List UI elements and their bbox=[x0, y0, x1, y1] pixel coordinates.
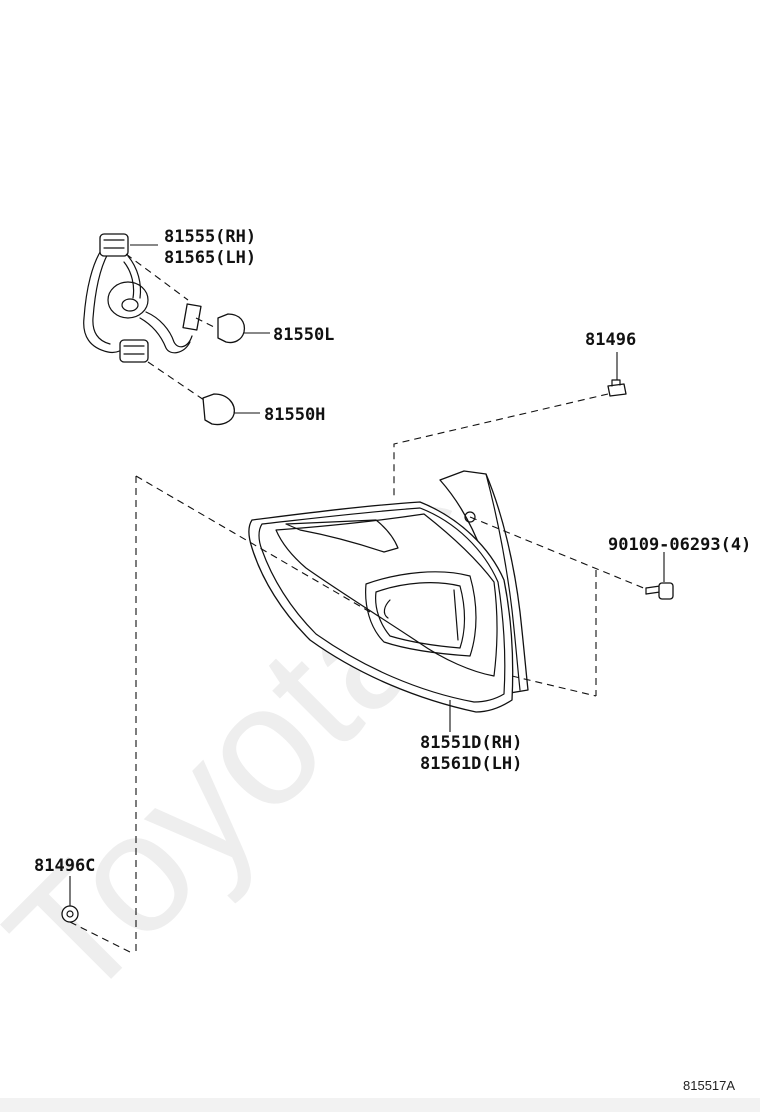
label-lamp-rh: 81551D(RH) bbox=[420, 733, 522, 753]
clip-81496 bbox=[607, 379, 627, 397]
assembly-lines bbox=[69, 253, 647, 955]
figure-code: 815517A bbox=[683, 1078, 735, 1093]
bulb-81550h bbox=[202, 393, 235, 426]
clip-81496c bbox=[61, 905, 79, 923]
label-socket-rh: 81555(RH) bbox=[164, 227, 256, 247]
label-bulb-h: 81550H bbox=[264, 405, 325, 425]
screw-90109-06293 bbox=[645, 582, 674, 600]
label-clip-top: 81496 bbox=[585, 330, 636, 350]
label-lamp-lh: 81561D(LH) bbox=[420, 754, 522, 774]
leader-lines bbox=[69, 244, 665, 906]
label-socket-lh: 81565(LH) bbox=[164, 248, 256, 268]
label-bulb-l: 81550L bbox=[273, 325, 334, 345]
socket-wire-assembly bbox=[83, 233, 202, 363]
bulb-81550l bbox=[217, 313, 246, 344]
label-clip-bottom: 81496C bbox=[34, 856, 95, 876]
label-screw: 90109-06293(4) bbox=[608, 535, 751, 555]
bottom-strip bbox=[0, 1098, 760, 1112]
tail-lamp-assembly bbox=[248, 470, 529, 713]
